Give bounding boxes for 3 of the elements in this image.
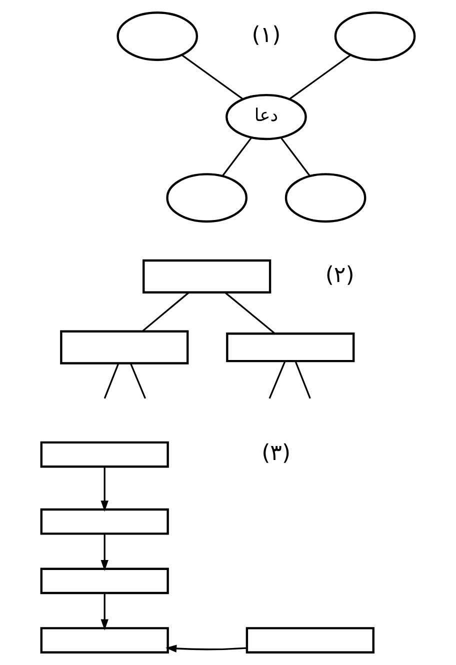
label: (۲) bbox=[325, 262, 354, 288]
label: (۳) bbox=[262, 441, 291, 466]
label: (۱) bbox=[252, 22, 281, 48]
